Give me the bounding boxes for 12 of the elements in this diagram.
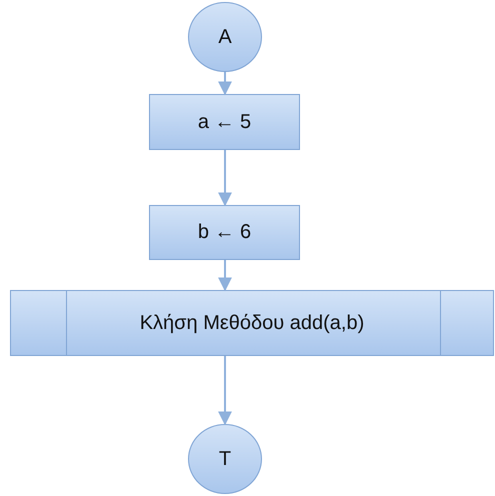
arrow: [218, 260, 232, 292]
arrow: [218, 72, 232, 96]
process-box: [149, 205, 300, 260]
process-box: [149, 94, 300, 150]
node-label: Κλήση Μεθόδου add(a,b): [140, 312, 364, 334]
subroutine-box: [10, 290, 494, 356]
node-label: a ← 5: [198, 110, 252, 134]
node-label: b ← 6: [198, 221, 252, 244]
node-label: A: [218, 26, 232, 48]
arrow: [218, 356, 232, 426]
node-label: T: [218, 448, 232, 470]
arrow: [218, 150, 232, 206]
